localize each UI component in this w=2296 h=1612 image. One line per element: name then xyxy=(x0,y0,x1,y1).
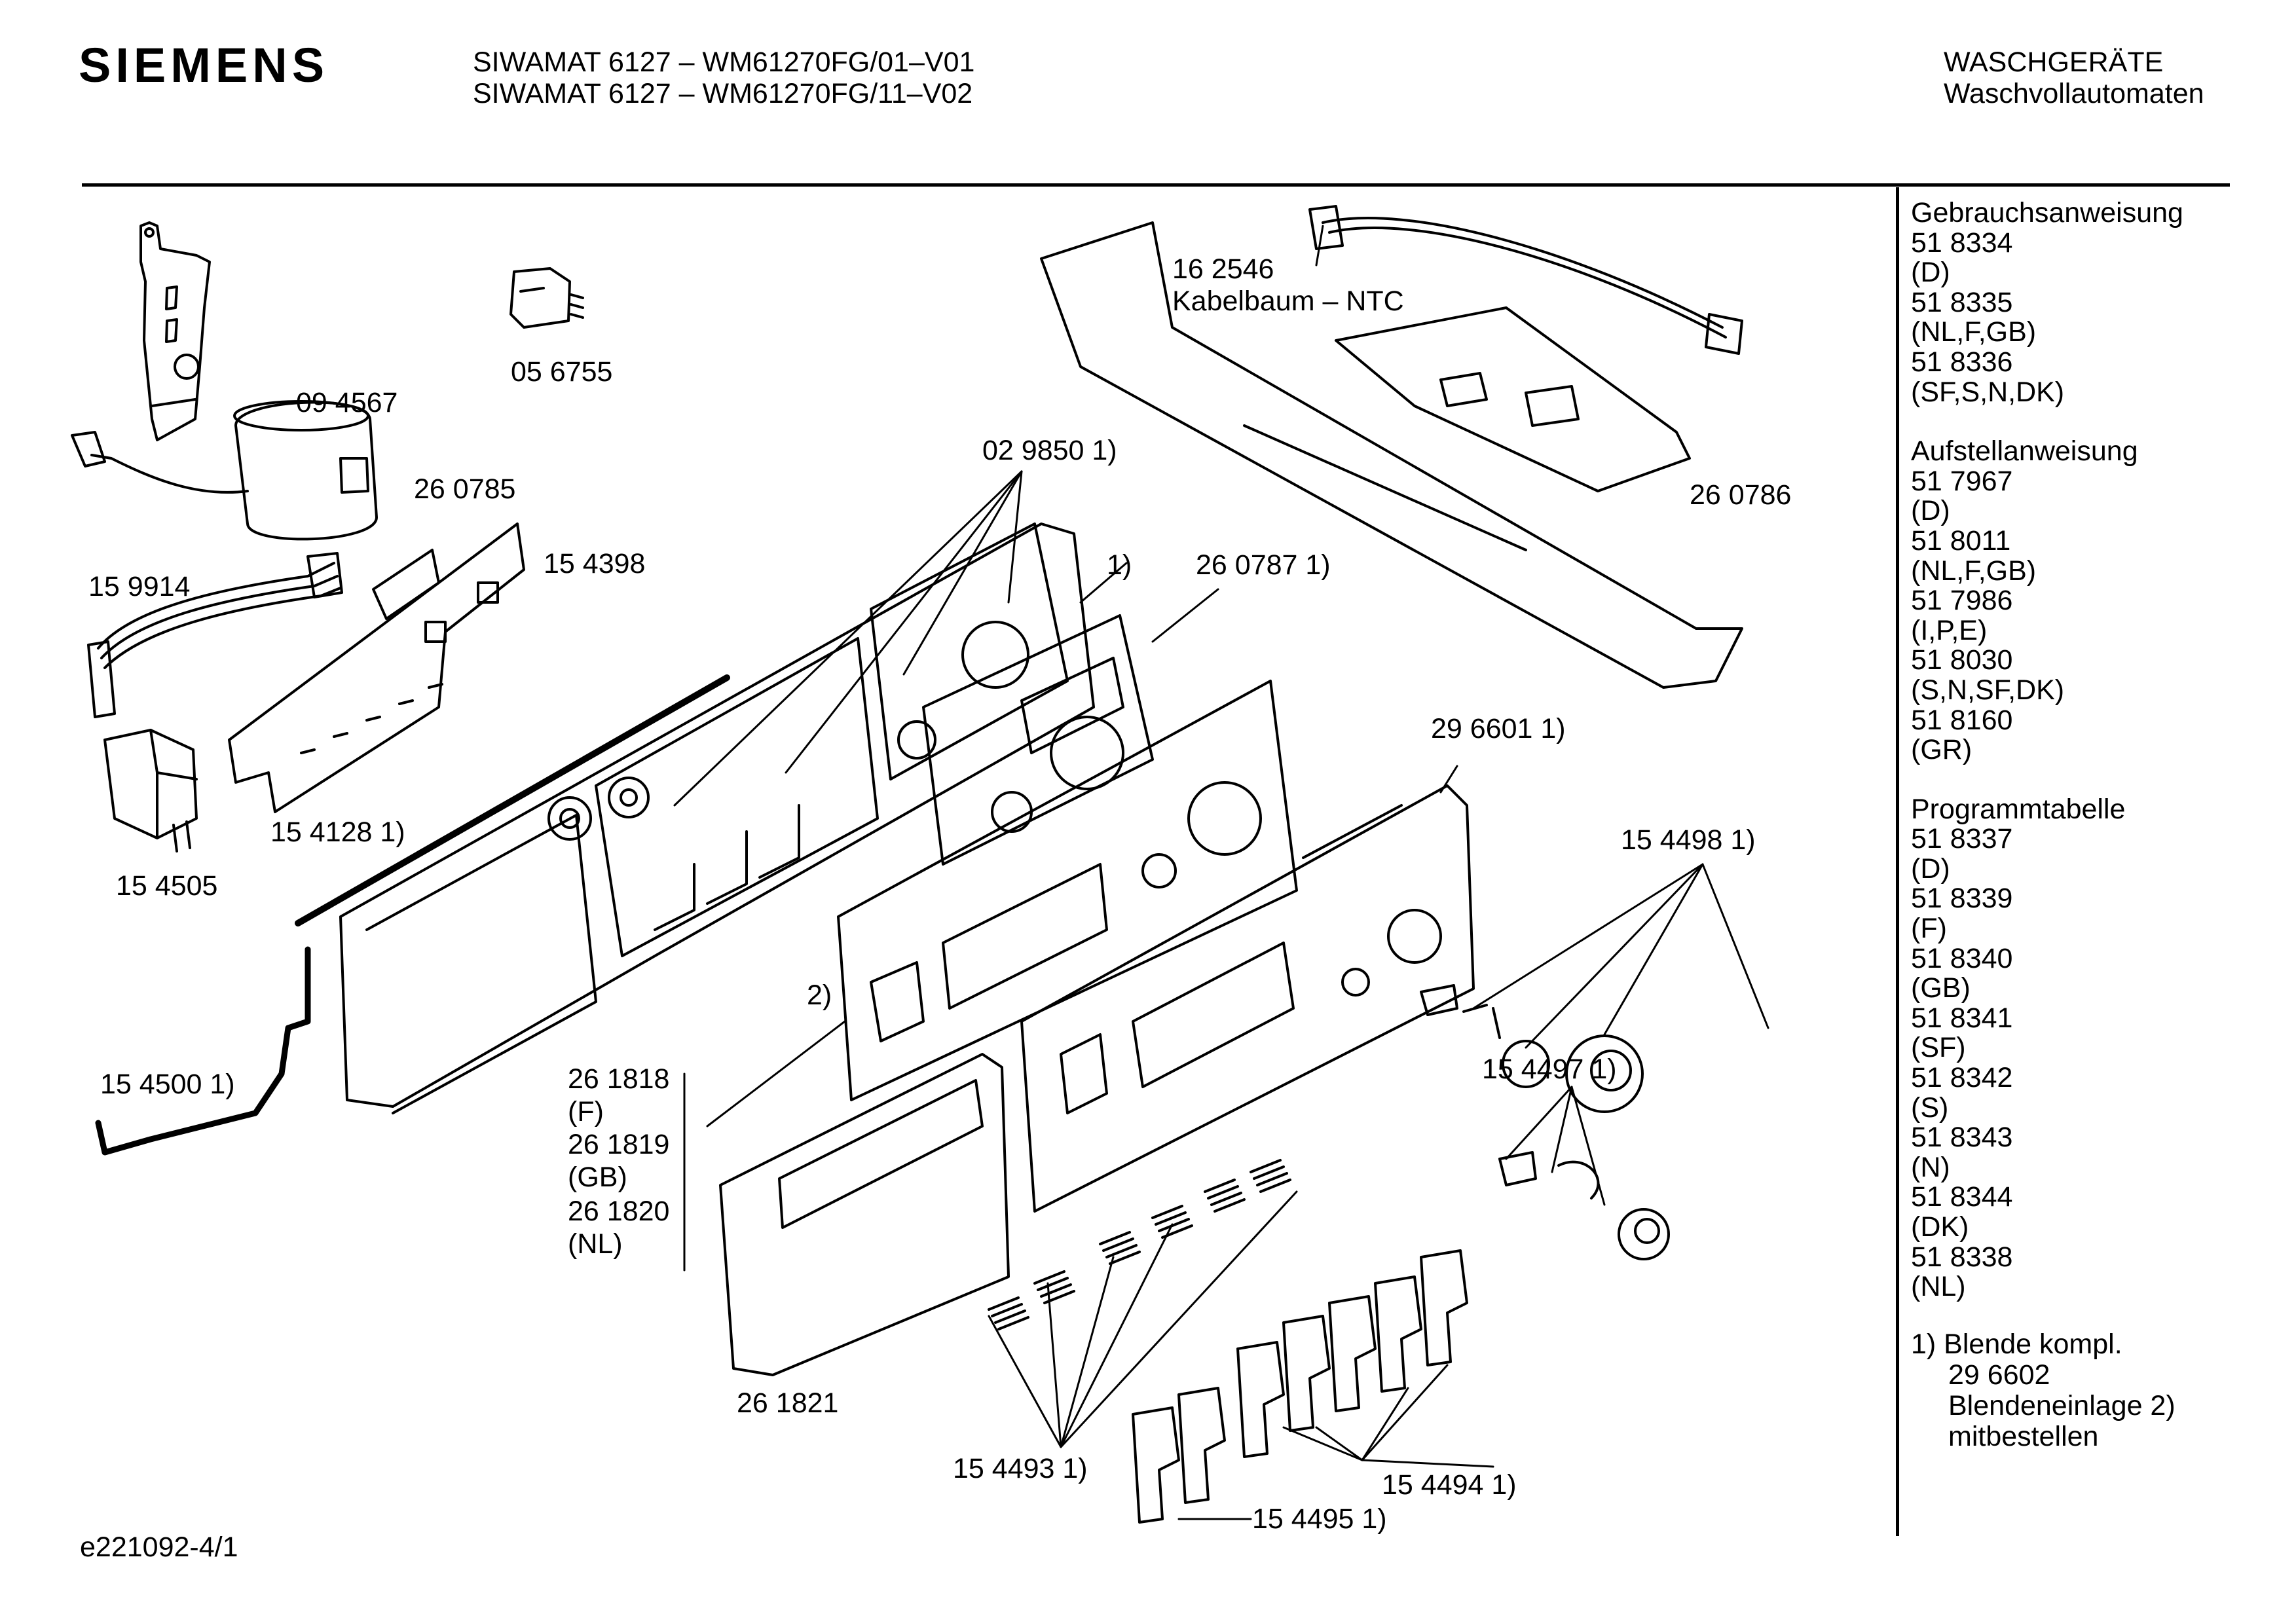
label-26-0786: 26 0786 xyxy=(1690,479,1792,511)
button-caps xyxy=(1132,1249,1468,1524)
model-line-1: SIWAMAT 6127 – WM61270FG/01–V01 xyxy=(473,46,975,78)
fascia-frame xyxy=(339,522,1095,1114)
subcategory-title: Waschvollautomaten xyxy=(1944,78,2204,109)
electronics-board xyxy=(1040,221,1743,689)
front-panel xyxy=(1020,784,1475,1213)
rotary-knob-large xyxy=(1420,984,1644,1113)
doc-entry: (D) xyxy=(1911,495,1950,527)
doc-entry: (SF,S,N,DK) xyxy=(1911,376,2065,408)
model-line-2: SIWAMAT 6127 – WM61270FG/11–V02 xyxy=(473,78,973,109)
doc-entry: (F) xyxy=(1911,913,1947,945)
doc-entry: 51 8335 xyxy=(1911,286,2013,318)
doc-entry: (S,N,SF,DK) xyxy=(1911,674,2065,706)
label-26-1819: 26 1819 xyxy=(568,1129,670,1160)
doc-entry: (GR) xyxy=(1911,734,1972,766)
doc-entry: (N) xyxy=(1911,1151,1950,1183)
label-15-4505: 15 4505 xyxy=(116,870,218,902)
label-09-4567: 09 4567 xyxy=(296,387,398,418)
doc-entry: (D) xyxy=(1911,852,1950,885)
doc-entry: 51 7967 xyxy=(1911,465,2013,497)
springs xyxy=(988,1159,1291,1330)
wire-bar xyxy=(95,946,311,1156)
rotary-knob-small xyxy=(1498,1151,1670,1260)
group-title: Aufstellanweisung xyxy=(1911,435,2138,467)
label-variant-f: (F) xyxy=(568,1096,604,1127)
leader-lines xyxy=(673,225,1769,1520)
ribbon-cable xyxy=(87,552,343,718)
doc-entry: 51 8334 xyxy=(1911,227,2013,259)
doc-entry: 51 8340 xyxy=(1911,942,2013,974)
footnote-line-2: 29 6602 xyxy=(1948,1359,2050,1391)
documentation-sidebar: Gebrauchsanweisung 51 8334 (D) 51 8335 (… xyxy=(1911,198,2278,1302)
siemens-logo: SIEMENS xyxy=(79,38,329,92)
indicator-knobs xyxy=(547,777,650,841)
doc-entry: 51 8160 xyxy=(1911,704,2013,736)
relay xyxy=(509,267,584,329)
doc-entry: 51 7986 xyxy=(1911,585,2013,617)
label-26-0785: 26 0785 xyxy=(414,473,516,505)
label-footnote-2: 2) xyxy=(807,980,832,1011)
mounting-bracket xyxy=(139,221,211,441)
label-15-4498: 15 4498 1) xyxy=(1621,824,1756,856)
label-15-4494: 15 4494 1) xyxy=(1382,1469,1517,1501)
label-15-4495: 15 4495 1) xyxy=(1252,1503,1387,1535)
footnote-line-1: 1) Blende kompl. xyxy=(1911,1328,2122,1360)
capacitor xyxy=(71,400,378,541)
label-footnote-1: 1) xyxy=(1107,549,1132,581)
header-rule xyxy=(82,183,2230,187)
label-15-9914: 15 9914 xyxy=(88,571,191,602)
label-02-9850: 02 9850 1) xyxy=(982,435,1117,466)
label-26-1820: 26 1820 xyxy=(568,1196,670,1227)
footnote-line-4: mitbestellen xyxy=(1948,1421,2099,1452)
seal-strip xyxy=(295,674,730,926)
label-26-1818: 26 1818 xyxy=(568,1063,670,1095)
doc-entry: (SF) xyxy=(1911,1032,1966,1064)
doc-entry: 51 8339 xyxy=(1911,883,2013,915)
label-15-4500: 15 4500 1) xyxy=(100,1069,235,1100)
label-kabelbaum-ntc: Kabelbaum – NTC xyxy=(1172,285,1404,317)
doc-entry: 51 8338 xyxy=(1911,1241,2013,1273)
footnote-line-3: Blendeneinlage 2) xyxy=(1948,1390,2176,1421)
doc-entry: 51 8342 xyxy=(1911,1062,2013,1094)
doc-entry: 51 8344 xyxy=(1911,1181,2013,1213)
doc-entry: (GB) xyxy=(1911,972,1971,1004)
doc-entry: 51 8343 xyxy=(1911,1122,2013,1154)
ntc-harness xyxy=(1308,205,1743,355)
doc-entry: 51 8030 xyxy=(1911,644,2013,676)
display-film xyxy=(837,680,1298,1101)
doc-entry: (I,P,E) xyxy=(1911,614,1988,646)
group-title: Programmtabelle xyxy=(1911,793,2126,825)
door-switch xyxy=(103,729,198,852)
doc-entry: (DK) xyxy=(1911,1211,1969,1243)
label-15-4497: 15 4497 1) xyxy=(1482,1053,1617,1085)
doc-entry: 51 8011 xyxy=(1911,524,2011,557)
control-pcb xyxy=(228,522,525,813)
label-variant-gb: (GB) xyxy=(568,1162,627,1193)
doc-entry: (NL) xyxy=(1911,1271,1966,1303)
doc-entry: (NL,F,GB) xyxy=(1911,555,2037,587)
label-26-0787: 26 0787 1) xyxy=(1196,549,1331,581)
label-16-2546: 16 2546 xyxy=(1172,253,1274,285)
label-29-6601: 29 6601 1) xyxy=(1431,713,1566,744)
drawing-id: e221092-4/1 xyxy=(80,1531,238,1563)
doc-entry: 51 8337 xyxy=(1911,823,2013,855)
doc-entry: (NL,F,GB) xyxy=(1911,316,2037,348)
label-variant-nl: (NL) xyxy=(568,1228,623,1260)
category-title: WASCHGERÄTE xyxy=(1944,46,2164,78)
doc-entry: (D) xyxy=(1911,257,1950,289)
label-15-4398: 15 4398 xyxy=(544,548,646,579)
label-26-1821: 26 1821 xyxy=(737,1387,839,1419)
label-15-4128: 15 4128 1) xyxy=(270,816,405,848)
doc-entry: 51 8336 xyxy=(1911,346,2013,378)
lower-trim xyxy=(719,1053,1010,1376)
doc-entry: 51 8341 xyxy=(1911,1002,2013,1034)
doc-entry: (S) xyxy=(1911,1091,1949,1124)
label-15-4493: 15 4493 1) xyxy=(953,1453,1088,1484)
sidebar-divider xyxy=(1896,187,1899,1536)
group-title: Gebrauchsanweisung xyxy=(1911,197,2183,229)
label-05-6755: 05 6755 xyxy=(511,356,613,388)
